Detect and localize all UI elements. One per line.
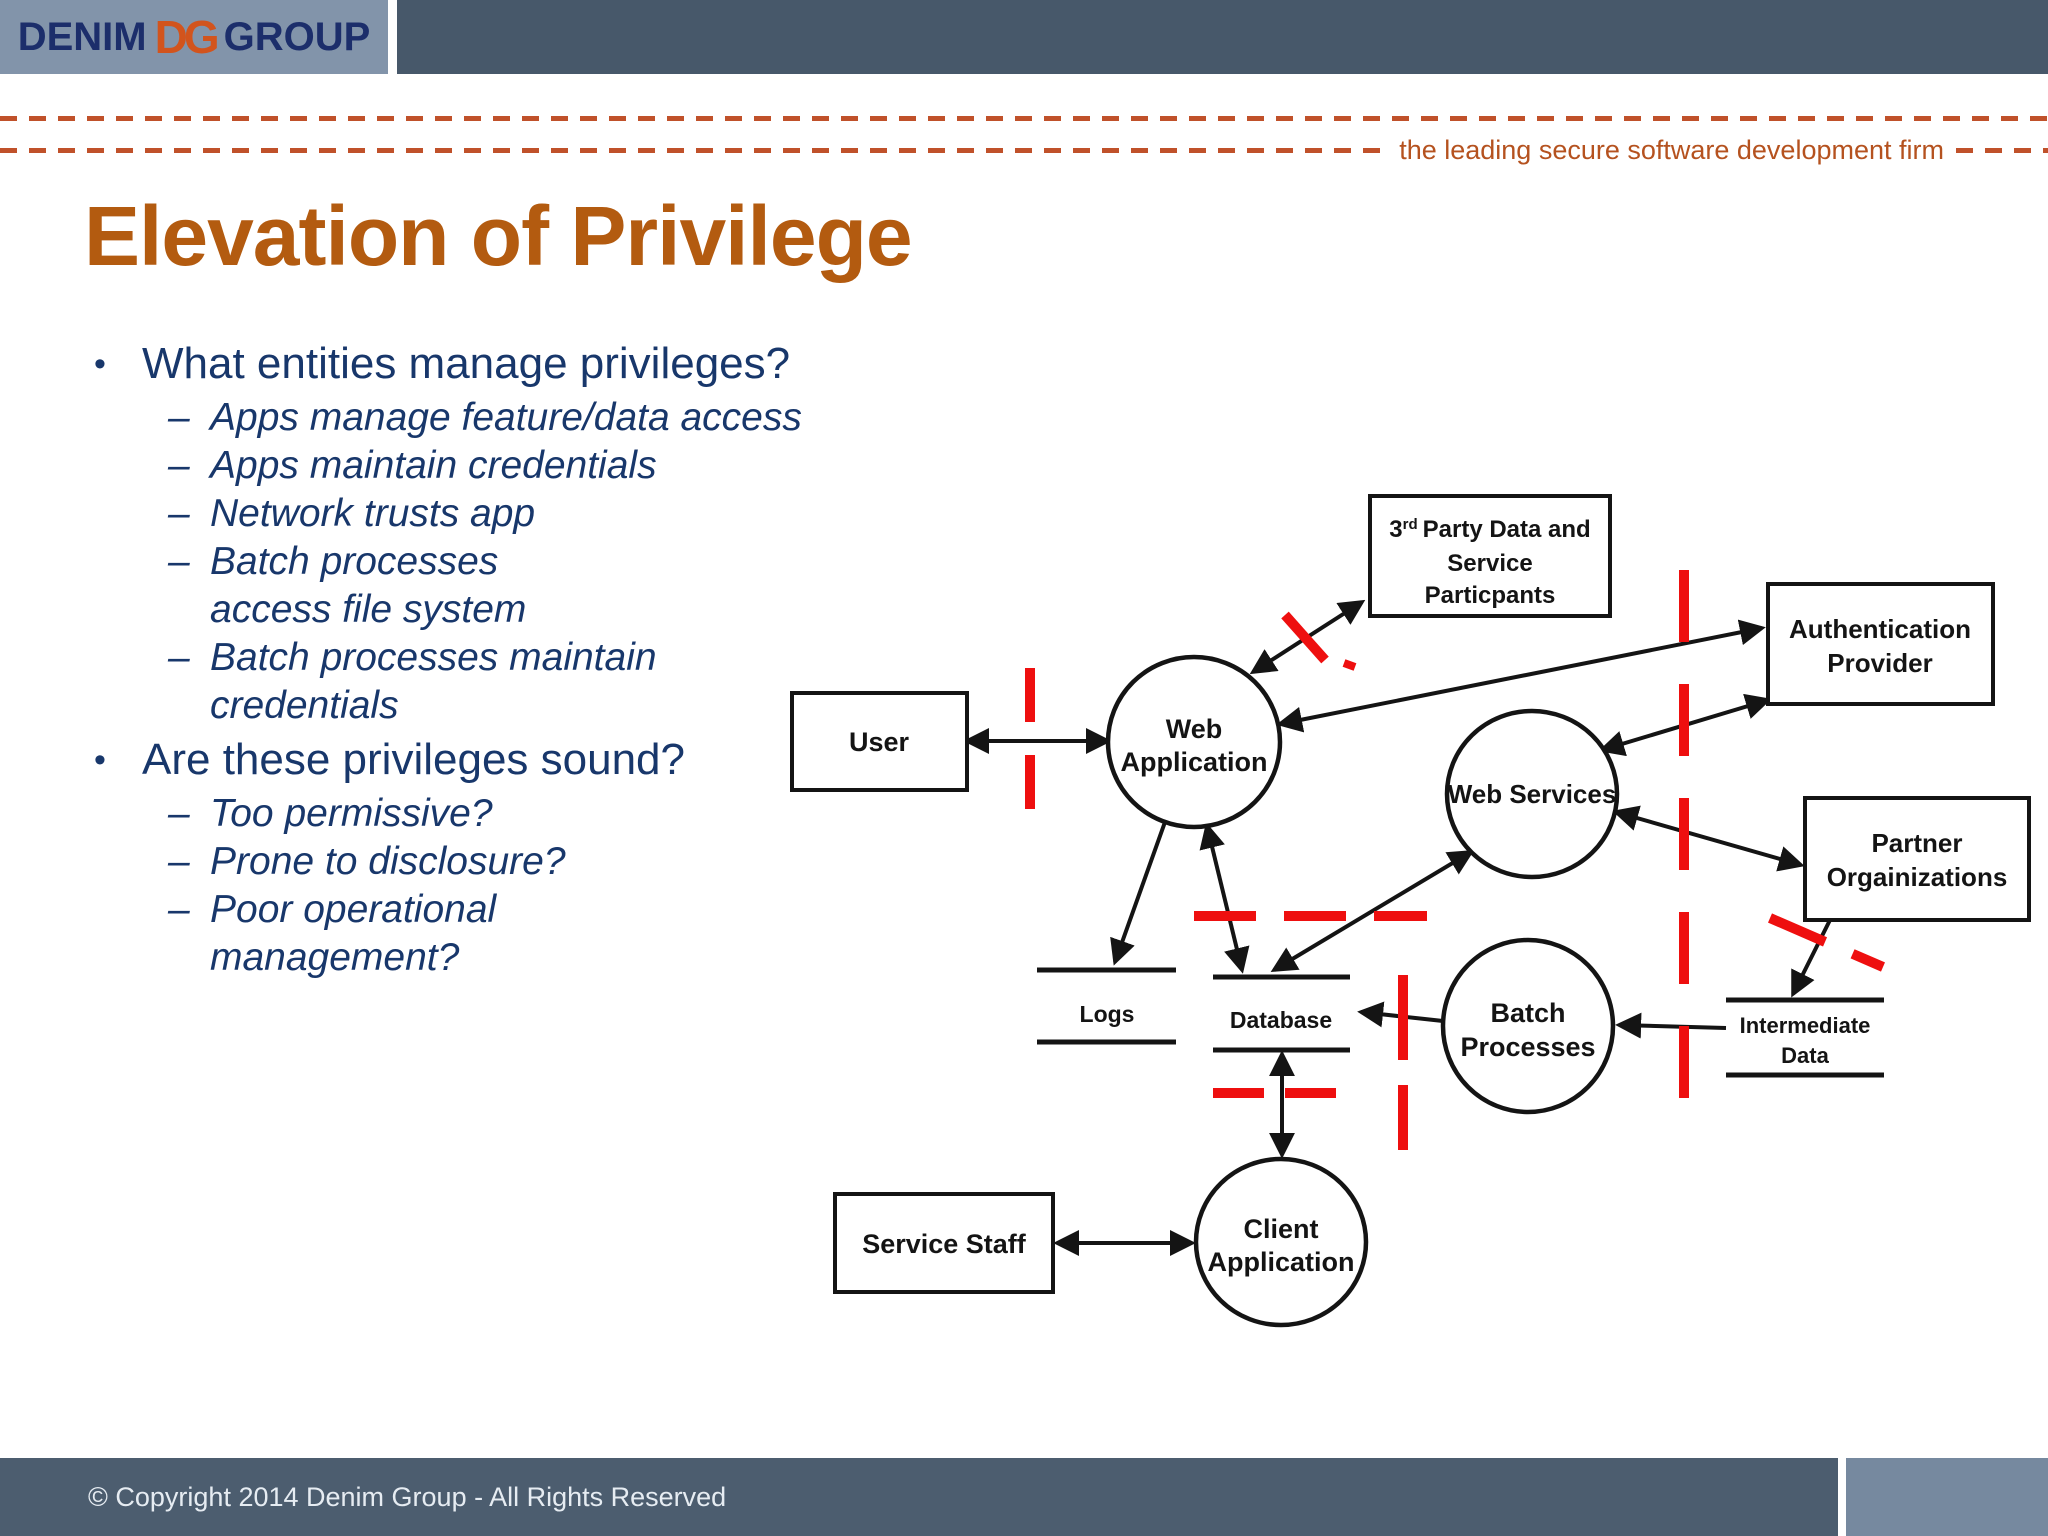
third-party-box	[1368, 494, 1612, 618]
processes	[1105, 654, 1620, 1328]
intermediate-label-1: Intermediate	[1740, 1013, 1871, 1038]
external-entities	[790, 494, 2031, 1294]
denim-group-logo: DENIM DG GROUP	[0, 0, 388, 74]
page-title: Elevation of Privilege	[84, 189, 913, 283]
user-box	[790, 691, 969, 792]
bullet-list: •What entities manage privileges? –Apps …	[80, 334, 820, 982]
list-item: credentials	[210, 684, 399, 727]
flow-partner-intermediate	[1791, 919, 1832, 998]
trust-boundaries	[1025, 570, 1885, 1150]
list-item: –Too permissive?	[168, 792, 493, 835]
auth-provider-box	[1766, 582, 1995, 706]
partner-orgs-label-2: Orgainizations	[1827, 862, 2008, 892]
auth-provider-label-1: Authentication	[1789, 614, 1971, 644]
list-item: management?	[210, 936, 460, 979]
logs-label: Logs	[1080, 1001, 1135, 1027]
footer-accent-block	[1846, 1458, 2048, 1536]
dashed-rule-right	[1956, 147, 2048, 153]
trust-boundary-dot	[1342, 659, 1357, 671]
auth-provider-label-2: Provider	[1827, 648, 1933, 678]
batch-processes-label-1: Batch	[1490, 998, 1565, 1028]
user-label: User	[849, 727, 910, 757]
client-application-label-1: Client	[1243, 1214, 1318, 1244]
list-item: –Network trusts app	[168, 492, 536, 535]
data-flows	[963, 599, 1832, 1256]
list-item: –Batch processes maintain	[168, 636, 657, 679]
web-services-label: Web Services	[1448, 779, 1617, 809]
data-stores	[1037, 967, 1884, 1078]
client-application-label-2: Application	[1208, 1247, 1355, 1277]
tagline-row: the leading secure software development …	[0, 134, 2048, 166]
trust-boundary-partner-intermediate	[1768, 913, 1885, 972]
intermediate-label-2: Data	[1781, 1043, 1829, 1068]
list-item: •Are these privileges sound?	[94, 735, 685, 784]
service-staff-box	[833, 1192, 1055, 1294]
list-item: –Poor operational	[168, 888, 497, 931]
dashed-rule-left	[0, 147, 1388, 153]
third-party-label-2: Service	[1447, 550, 1532, 577]
header-bar	[397, 0, 2048, 74]
flow-intermediate-batch	[1615, 1012, 1727, 1039]
list-item: –Apps manage feature/data access	[168, 396, 802, 439]
web-services-process	[1444, 708, 1620, 880]
partner-orgs-box	[1803, 796, 2031, 922]
batch-processes-process	[1440, 937, 1616, 1115]
flow-webservices-partner	[1612, 805, 1805, 872]
list-item: access file system	[210, 588, 527, 631]
web-application-label-2: Application	[1121, 747, 1268, 777]
database-label: Database	[1230, 1007, 1332, 1033]
list-item: –Apps maintain credentials	[168, 444, 657, 487]
dg-monogram-icon: DG	[154, 11, 220, 63]
web-application-process	[1105, 654, 1283, 830]
trust-boundary-thirdparty	[1281, 611, 1329, 664]
list-item: –Batch processes	[168, 540, 499, 583]
client-application-process	[1193, 1156, 1369, 1328]
list-item: –Prone to disclosure?	[168, 840, 566, 883]
flow-webservices-database	[1270, 849, 1475, 973]
partner-orgs-label-1: Partner	[1871, 828, 1962, 858]
footer-bar: © Copyright 2014 Denim Group - All Right…	[0, 1458, 1838, 1536]
list-item: •What entities manage privileges?	[94, 339, 791, 388]
batch-processes-label-2: Processes	[1460, 1032, 1595, 1062]
logo-word-denim: DENIM	[17, 14, 147, 59]
flow-webapp-database	[1199, 822, 1250, 974]
dashed-rule-top	[0, 116, 2048, 121]
flow-webapp-logs	[1110, 821, 1167, 966]
tagline: the leading secure software development …	[1399, 134, 1944, 165]
copyright-text: © Copyright 2014 Denim Group - All Right…	[88, 1481, 727, 1512]
flow-webapp-authprovider	[1276, 619, 1766, 733]
logo-word-group: GROUP	[223, 14, 371, 59]
web-application-label-1: Web	[1166, 714, 1223, 744]
third-party-label-3: Particpants	[1425, 582, 1556, 609]
service-staff-label: Service Staff	[862, 1229, 1027, 1259]
